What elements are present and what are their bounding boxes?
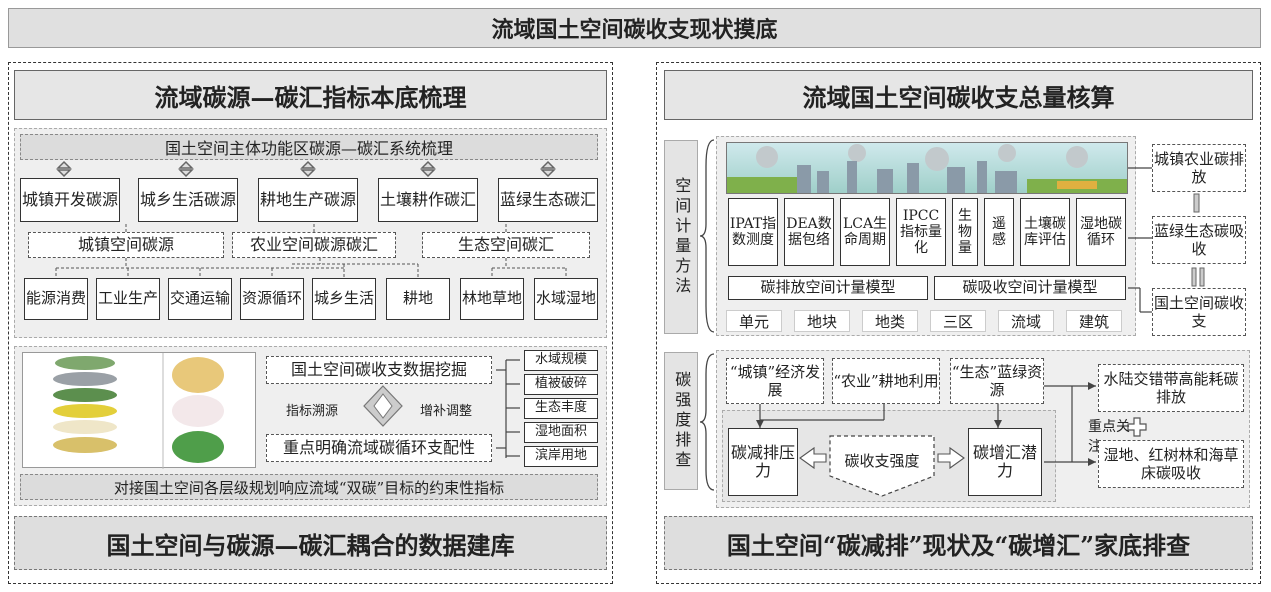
arrow-to-result-2 — [1088, 458, 1096, 466]
box-blue-green-ecology-sink: 蓝绿生态碳汇 — [498, 178, 598, 222]
box-increase-potential: 碳增汇潜力 — [968, 428, 1042, 496]
box-farmland: 耕地 — [386, 278, 450, 320]
box-urban-space-source: 城镇空间碳源 — [28, 232, 224, 258]
arrow-to-result-1 — [1088, 382, 1096, 390]
side-land-carbon-budget: 国土空间碳收支 — [1152, 288, 1246, 336]
method-ipcc: IPCC指标量化 — [896, 198, 946, 266]
map-thumbnails — [22, 352, 256, 469]
indicator-shore-land: 滨岸用地 — [524, 446, 598, 467]
left-footer: 国土空间与碳源—碳汇耦合的数据建库 — [14, 516, 607, 570]
box-forest-grassland: 林地草地 — [460, 278, 524, 320]
map-column-left — [53, 356, 117, 453]
method-dea: DEA数据包络 — [784, 198, 834, 266]
arrow-to-increase — [994, 420, 1002, 428]
method-soil-carbon: 土壤碳库评估 — [1020, 198, 1070, 266]
unit-cell: 单元 — [726, 310, 782, 332]
right-footer: 国土空间“碳减排”现状及“碳增汇”家底排查 — [664, 516, 1253, 570]
city-illustration — [726, 142, 1128, 194]
box-transport: 交通运输 — [168, 278, 232, 320]
double-arrow-4 — [420, 160, 436, 178]
box-energy-consumption: 能源消费 — [24, 278, 88, 320]
right-header: 流域国土空间碳收支总量核算 — [664, 70, 1253, 120]
method-brace — [699, 139, 715, 333]
cat-agri-farmland: “农业”耕地利用 — [832, 358, 940, 404]
unit-three-zones: 三区 — [930, 310, 986, 332]
double-arrow-1 — [56, 160, 72, 178]
double-arrow-3 — [300, 160, 316, 178]
city-skyline-graphic — [727, 144, 1127, 193]
result-wetland-absorption: 湿地、红树林和海草床碳吸收 — [1098, 440, 1244, 488]
main-title: 流域国土空间碳收支现状摸底 — [8, 8, 1261, 48]
emission-model: 碳排放空间计量模型 — [728, 276, 928, 300]
label-spatial-method: 空间计量方法 — [664, 140, 698, 334]
left-header: 流域碳源—碳汇指标本底梳理 — [14, 70, 607, 120]
constraint-bar: 对接国土空间各层级规划响应流域“双碳”目标的约束性指标 — [20, 474, 598, 500]
left-panel — [8, 62, 613, 584]
box-urban-rural-life: 城乡生活 — [312, 278, 376, 320]
label-budget-intensity: 碳收支强度 — [844, 452, 920, 470]
double-arrow-5 — [540, 160, 556, 178]
box-dominance: 重点明确流域碳循环支配性 — [266, 434, 492, 462]
hollow-arrow-right — [937, 446, 965, 470]
label-carbon-intensity: 碳强度排查 — [664, 352, 698, 490]
absorption-model: 碳吸收空间计量模型 — [934, 276, 1126, 300]
box-water-wetland: 水域湿地 — [534, 278, 598, 320]
unit-building: 建筑 — [1066, 310, 1122, 332]
connector-bar-3 — [1199, 267, 1205, 287]
main-title-text: 流域国土空间碳收支现状摸底 — [491, 17, 778, 43]
label-indicator-trace: 指标溯源 — [286, 404, 339, 419]
budget-intensity-shape — [829, 435, 935, 497]
unit-plot: 地块 — [794, 310, 850, 332]
box-urban-rural-life-source: 城乡生活碳源 — [138, 178, 238, 222]
method-lca: LCA生命周期 — [840, 198, 890, 266]
connector-bar-1 — [1193, 193, 1200, 213]
cat-eco-blue-green: “生态”蓝绿资源 — [950, 358, 1044, 404]
indicator-wetland-area: 湿地面积 — [524, 422, 598, 443]
method-biomass: 生物量 — [952, 198, 978, 266]
cat-urban-economy: “城镇”经济发展 — [726, 358, 824, 404]
method-remote-sensing: 遥感 — [984, 198, 1014, 266]
box-farmland-production-source: 耕地生产碳源 — [258, 178, 358, 222]
box-eco-space-sink: 生态空间碳汇 — [422, 232, 590, 258]
double-arrow-2 — [178, 160, 194, 178]
box-soil-tillage-sink: 土壤耕作碳汇 — [378, 178, 478, 222]
double-arrow-icon — [363, 385, 403, 427]
unit-landtype: 地类 — [862, 310, 918, 332]
method-ipat: IPAT指数测度 — [728, 198, 778, 266]
box-industrial-production: 工业生产 — [96, 278, 160, 320]
right-panel — [656, 62, 1261, 584]
side-blue-green-absorption: 蓝绿生态碳吸收 — [1152, 216, 1246, 264]
intensity-brace — [699, 353, 715, 491]
system-bar: 国土空间主体功能区碳源—碳汇系统梳理 — [20, 134, 598, 160]
indicator-vegetation-fragment: 植被破碎 — [524, 374, 598, 395]
indicator-eco-abundance: 生态丰度 — [524, 398, 598, 419]
result-high-energy-emission: 水陆交错带高能耗碳排放 — [1098, 364, 1244, 412]
box-agri-space-source-sink: 农业空间碳源碳汇 — [232, 232, 396, 258]
hollow-arrow-left — [799, 446, 827, 470]
indicator-water-scale: 水域规模 — [524, 350, 598, 371]
arrow-to-reduction — [756, 420, 764, 428]
box-reduction-pressure: 碳减排压力 — [728, 428, 798, 496]
box-data-mining: 国土空间碳收支数据挖掘 — [266, 356, 492, 384]
box-resource-recycling: 资源循环 — [240, 278, 304, 320]
plus-icon — [1127, 417, 1147, 437]
connector-bar-2 — [1191, 267, 1197, 287]
method-wetland-cycle: 湿地碳循环 — [1076, 198, 1126, 266]
map-column-right — [172, 357, 224, 463]
side-urban-agri-emission: 城镇农业碳排放 — [1152, 144, 1246, 192]
label-supplement-adjust: 增补调整 — [420, 404, 473, 419]
map-thumbnails-graphic — [53, 353, 224, 469]
box-urban-development-source: 城镇开发碳源 — [20, 178, 120, 222]
unit-basin: 流域 — [998, 310, 1054, 332]
indicator-bracket — [496, 359, 520, 458]
